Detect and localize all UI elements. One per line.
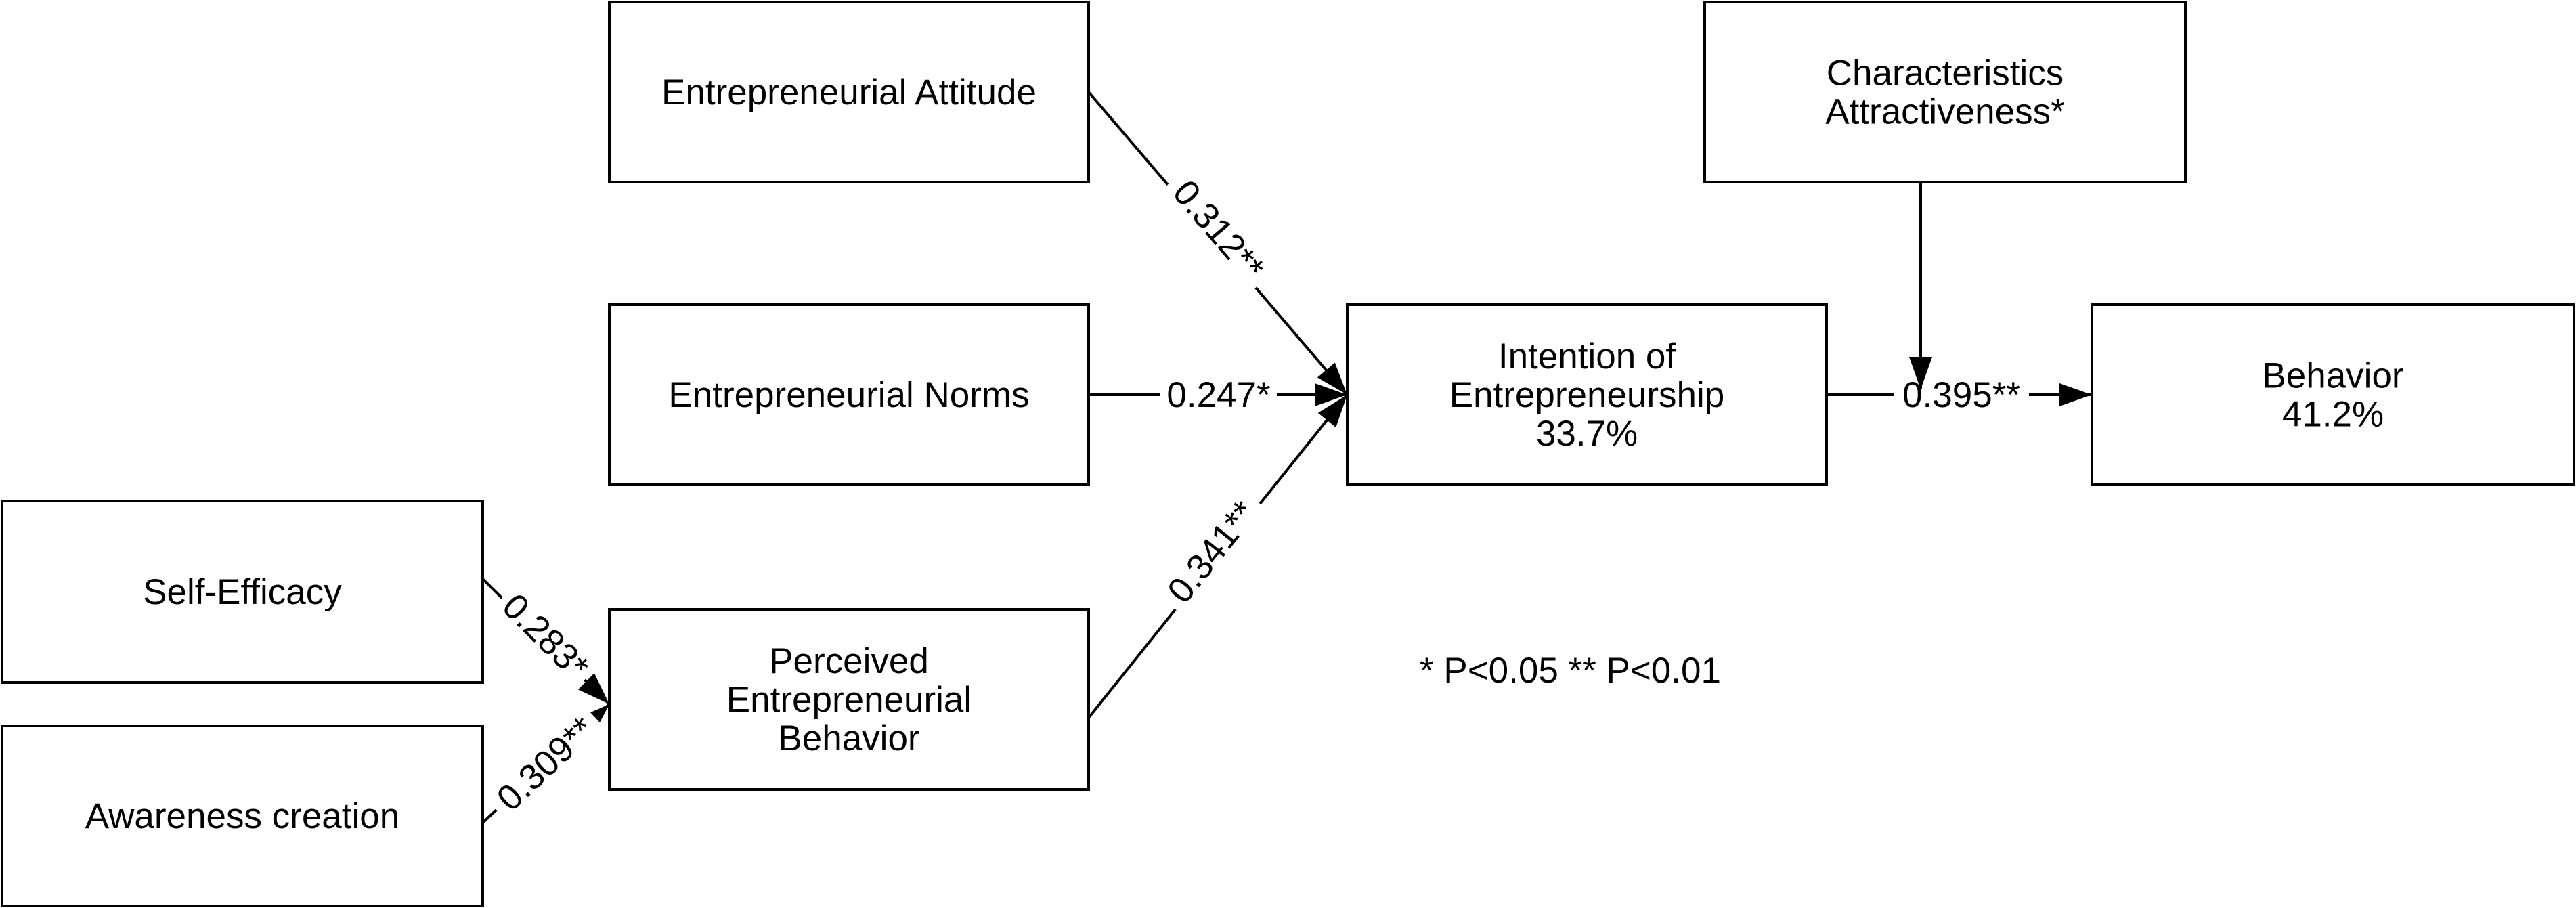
node-entrepreneurial-norms-label-1: Entrepreneurial Norms: [668, 375, 1029, 415]
node-perceived-entrepreneurial-behavior-box: [608, 608, 1090, 791]
arrowhead-icon: [1317, 395, 1347, 428]
node-intention-of-entrepreneurship-label-1: Intention of: [1498, 337, 1676, 376]
edge-label: 0.312**: [1165, 173, 1272, 288]
edge-label: 0.309**: [489, 709, 603, 819]
node-entrepreneurial-attitude-label-1: Entrepreneurial Attitude: [661, 72, 1036, 112]
edge-attitude-to-intention: 0.312**: [1087, 91, 1349, 396]
node-entrepreneurial-norms-box: [608, 303, 1090, 486]
node-self-efficacy-label-1: Self-Efficacy: [143, 572, 342, 612]
significance-note: * P<0.05 ** P<0.01: [1420, 651, 1721, 691]
edge-label-background: [1159, 165, 1278, 295]
edge-label-group: 0.283*: [489, 581, 602, 692]
node-entrepreneurial-attitude-box: [608, 1, 1090, 183]
edge-charact-to-e6: [1909, 182, 1932, 389]
node-awareness-creation-box: [1, 725, 484, 907]
node-entrepreneurial-norms: Entrepreneurial Norms: [608, 303, 1090, 486]
edge-label-group: 0.312**: [1159, 165, 1278, 295]
arrowhead-icon: [1317, 362, 1347, 395]
node-characteristics-attractiveness-box: [1703, 1, 2187, 183]
edge-label: 0.247*: [1166, 375, 1270, 415]
edge-label-background: [1894, 374, 2029, 415]
node-behavior-label-1: Behavior: [2262, 356, 2403, 396]
node-characteristics-attractiveness-label-1: Characteristics: [1827, 53, 2064, 93]
node-intention-of-entrepreneurship-label-3: 33.7%: [1536, 414, 1638, 454]
edge-label-background: [489, 581, 602, 692]
node-perceived-entrepreneurial-behavior-label-1: Perceived: [769, 641, 929, 681]
arrowhead-icon: [577, 673, 609, 704]
node-perceived-entrepreneurial-behavior-label-2: Entrepreneurial: [726, 680, 972, 720]
arrowhead-icon: [1909, 357, 1932, 389]
edge-awareness-to-perceived: 0.309**: [481, 702, 611, 825]
arrowhead-icon: [2059, 383, 2092, 406]
edge-label-background: [1154, 486, 1270, 618]
edge-label-background: [1160, 374, 1277, 415]
node-perceived-entrepreneurial-behavior-label-3: Behavior: [778, 718, 919, 758]
arrowhead-icon: [1315, 383, 1347, 406]
node-awareness-creation: Awareness creation: [1, 725, 484, 907]
edge-perceived-to-intention: 0.341**: [1087, 393, 1349, 719]
node-entrepreneurial-attitude: Entrepreneurial Attitude: [608, 1, 1090, 183]
edge-label-background: [482, 702, 609, 825]
edge-label-group: 0.395**: [1894, 374, 2029, 415]
edge-label-group: 0.247*: [1160, 374, 1277, 415]
node-awareness-creation-label-1: Awareness creation: [85, 796, 400, 836]
node-self-efficacy: Self-Efficacy: [1, 500, 484, 684]
edge-label: 0.341**: [1160, 494, 1265, 611]
edge-norms-to-intention: 0.247*: [1089, 374, 1347, 415]
edge-label-group: 0.341**: [1154, 486, 1270, 618]
edge-label-group: 0.309**: [482, 702, 609, 825]
node-self-efficacy-box: [1, 500, 484, 684]
node-behavior-box: [2091, 303, 2575, 486]
edge-label: 0.283*: [494, 586, 596, 687]
edge-selfeff-to-perceived: 0.283*: [481, 578, 611, 706]
node-characteristics-attractiveness-label-2: Attractiveness*: [1825, 92, 2064, 132]
node-intention-of-entrepreneurship-box: [1346, 303, 1828, 486]
edge-intention-to-behavior: 0.395**: [1827, 374, 2092, 415]
node-intention-of-entrepreneurship-label-2: Entrepreneurship: [1449, 375, 1725, 415]
node-behavior-label-2: 41.2%: [2282, 395, 2384, 435]
